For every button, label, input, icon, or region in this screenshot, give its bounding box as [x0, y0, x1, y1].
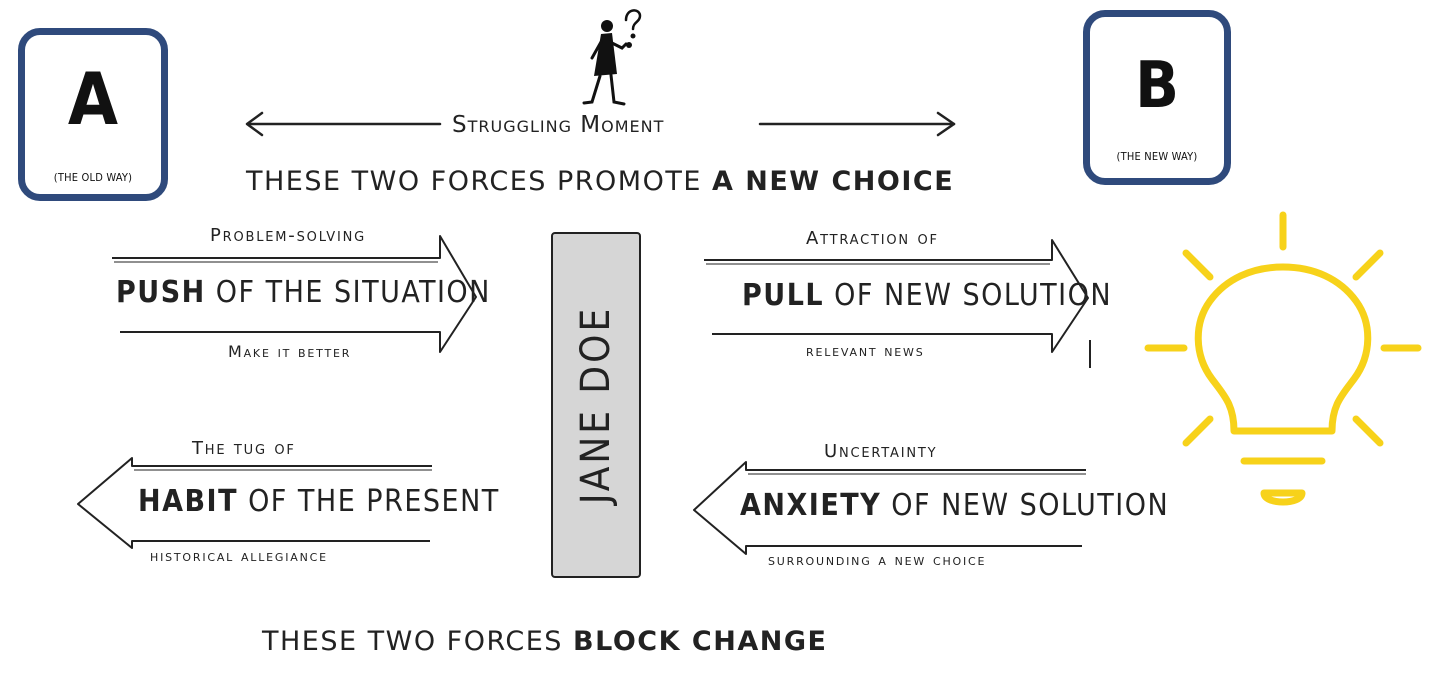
anxiety-rest: OF NEW SOLUTION: [881, 488, 1170, 523]
push-main-label: PUSH OF THE SITUATION: [116, 275, 491, 310]
push-top-label: Problem-solving: [210, 225, 367, 246]
pull-rest: OF NEW SOLUTION: [824, 278, 1113, 313]
habit-main-label: HABIT OF THE PRESENT: [138, 484, 500, 519]
habit-rest: OF THE PRESENT: [238, 484, 500, 519]
pull-arrow: [704, 239, 1089, 353]
push-keyword: PUSH: [116, 275, 206, 310]
pull-top-label: Attraction of: [806, 228, 939, 249]
anxiety-arrow: [693, 461, 1086, 555]
habit-bottom-label: historical allegiance: [150, 546, 328, 565]
anxiety-keyword: ANXIETY: [740, 488, 882, 523]
struggling-moment-arrow: [245, 111, 956, 137]
jane-doe-label: JANE DOE: [573, 305, 619, 505]
anxiety-bottom-label: surrounding a new choice: [768, 550, 987, 569]
thinking-person-icon: [582, 9, 642, 106]
box-b-new-way: B (THE NEW WAY): [1083, 10, 1231, 185]
anxiety-top-label: Uncertainty: [824, 441, 938, 462]
promote-headline-prefix: THESE TWO FORCES PROMOTE: [246, 166, 712, 197]
block-headline: THESE TWO FORCES BLOCK CHANGE: [262, 626, 827, 657]
habit-arrow: [77, 457, 432, 549]
box-a-subtitle: (THE OLD WAY): [53, 171, 133, 184]
block-headline-emphasis: BLOCK CHANGE: [573, 626, 828, 657]
box-a-letter: A: [67, 57, 119, 141]
block-headline-prefix: THESE TWO FORCES: [262, 626, 573, 657]
lightbulb-icon: [1144, 211, 1422, 506]
promote-headline-emphasis: A NEW CHOICE: [711, 166, 955, 197]
push-arrow: [112, 235, 477, 353]
box-b-subtitle: (THE NEW WAY): [1116, 150, 1198, 163]
promote-headline: THESE TWO FORCES PROMOTE A NEW CHOICE: [246, 166, 954, 197]
habit-keyword: HABIT: [138, 484, 238, 519]
anxiety-main-label: ANXIETY OF NEW SOLUTION: [740, 488, 1169, 523]
pull-keyword: PULL: [742, 278, 825, 313]
pull-main-label: PULL OF NEW SOLUTION: [742, 278, 1112, 313]
habit-top-label: The tug of: [192, 438, 296, 459]
pull-bottom-label: relevant news: [806, 341, 925, 360]
push-rest: OF THE SITUATION: [205, 275, 491, 310]
box-a-old-way: A (THE OLD WAY): [18, 28, 168, 201]
push-bottom-label: Make it better: [228, 342, 352, 361]
box-b-letter: B: [1135, 49, 1179, 123]
struggling-moment-label: Struggling Moment: [452, 112, 665, 138]
jane-doe-bar: [551, 232, 641, 578]
